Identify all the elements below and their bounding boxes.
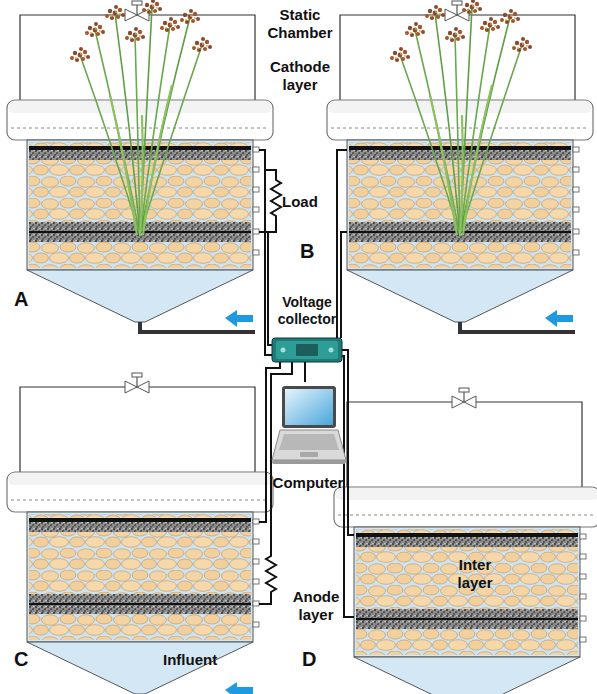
reactor-b-drawing: [327, 1, 593, 332]
device-label: Computer: [263, 474, 353, 492]
wire-connector: [262, 362, 280, 522]
reactor-letter: A: [14, 288, 28, 310]
layer-label: Cathode layer: [260, 58, 340, 94]
reactor-node: C: [20, 377, 262, 690]
voltage-collector: Voltage collector: [272, 338, 342, 362]
device-label: Voltage collector: [275, 294, 339, 328]
wire-connector: [337, 150, 347, 338]
wire-connector: [262, 150, 272, 355]
chamber-label: Static Chamber: [260, 6, 340, 42]
wire: [342, 356, 354, 617]
load-label: Load: [282, 193, 318, 211]
wire: [259, 521, 262, 523]
wire-connector: [342, 350, 354, 535]
reactor-letter: C: [14, 648, 28, 670]
laptop-illustration: [272, 386, 346, 464]
layer-label: Anode layer: [288, 588, 344, 624]
electrode-wires: [259, 150, 354, 617]
reactor-d-drawing: [334, 388, 597, 694]
flow-label: Influent: [163, 651, 217, 669]
reactor-letter: B: [300, 240, 314, 262]
computer: Computer: [275, 382, 341, 500]
reactor-node: D: [354, 392, 594, 690]
wire-connector: [304, 362, 306, 382]
voltage-collector-device: [272, 338, 342, 362]
resistor-symbol: [265, 170, 281, 232]
wire: [259, 149, 262, 151]
reactor-node: B: [347, 5, 592, 330]
reactor-node: A: [20, 5, 262, 330]
reactor-letter: D: [302, 648, 316, 670]
layer-label: Inter layer: [440, 556, 510, 592]
reactor-a-drawing: [7, 1, 273, 332]
wire: [259, 232, 272, 345]
wire: [341, 232, 347, 338]
reactor-c-drawing: [7, 373, 273, 694]
plant-b: [390, 0, 532, 235]
plant-a: [70, 0, 212, 235]
